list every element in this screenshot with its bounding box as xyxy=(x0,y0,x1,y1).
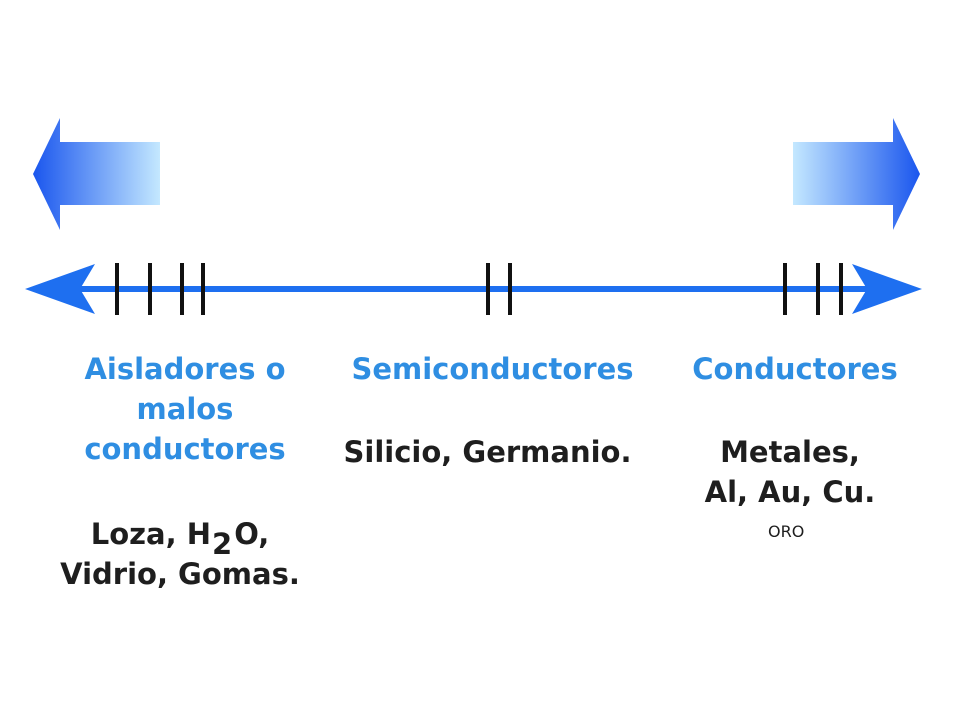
insulators-examples-suffix: O, xyxy=(234,517,270,551)
conductors-heading: Conductores xyxy=(692,352,898,386)
semiconductors-heading: Semiconductores xyxy=(351,352,634,386)
conductors-examples: Metales, Al, Au, Cu. xyxy=(660,432,920,512)
semiconductor-ticks xyxy=(486,263,512,315)
left-direction-arrow xyxy=(33,118,160,230)
water-subscript: 2 xyxy=(212,527,233,561)
insulator-ticks xyxy=(115,263,205,315)
insulators-heading-line1: Aisladores o xyxy=(84,352,286,386)
conductor-ticks xyxy=(783,263,843,315)
insulators-heading-line3: conductores xyxy=(84,432,286,466)
insulators-heading-line2: malos xyxy=(136,392,234,426)
insulators-examples-line2: Vidrio, Gomas. xyxy=(60,557,300,591)
insulators-examples: Loza, H2O, Vidrio, Gomas. xyxy=(25,514,335,594)
gold-note: ORO xyxy=(768,522,805,541)
conductors-examples-line2: Al, Au, Cu. xyxy=(704,475,876,509)
insulators-heading: Aisladores o malos conductores xyxy=(40,349,330,469)
insulators-examples-line1: Loza, H2O, xyxy=(25,514,335,561)
semiconductors-examples: Silicio, Germanio. xyxy=(343,435,632,469)
axis-right-arrowhead xyxy=(852,264,922,314)
insulators-examples-prefix: Loza, H xyxy=(90,517,211,551)
right-direction-arrow xyxy=(793,118,920,230)
axis-left-arrowhead xyxy=(25,264,95,314)
conductors-examples-line1: Metales, xyxy=(720,435,860,469)
